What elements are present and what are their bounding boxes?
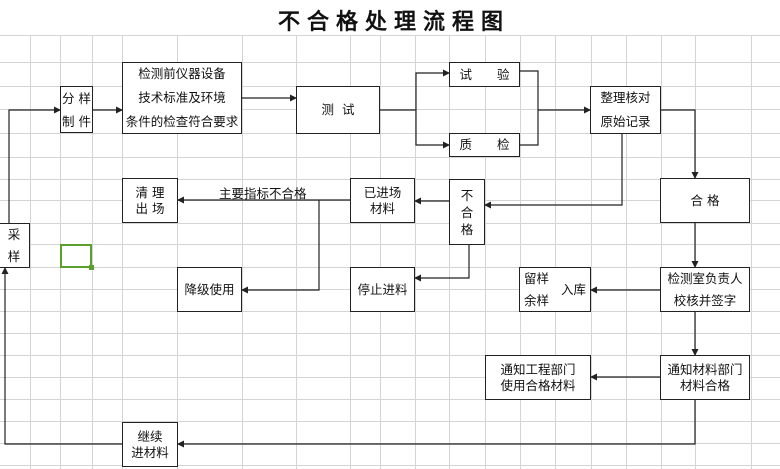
node-text: 已进场 <box>363 184 402 200</box>
node-text: 测 试 <box>321 102 355 118</box>
node-retained-storage: 留样 余样 入库 <box>519 267 591 312</box>
edge-continue-to-sampling <box>1 267 122 445</box>
node-text: 清 理 <box>135 184 165 200</box>
node-text: 样 <box>7 248 21 264</box>
node-clear-out: 清 理 出 场 <box>122 178 178 223</box>
page-title: 不合格处理流程图 <box>277 10 510 35</box>
node-text: 条件的检查符合要求 <box>125 114 239 129</box>
edge-to-downgrade <box>241 200 320 294</box>
node-text: 技术标准及环境 <box>138 90 226 105</box>
node-organize-records: 整理核对 原始记录 <box>590 86 661 134</box>
node-text: 材料合格 <box>679 377 730 393</box>
node-entered-material: 已进场 材料 <box>350 178 415 223</box>
node-text: 留样 <box>524 270 550 286</box>
node-stop-incoming: 停止进料 <box>350 267 415 312</box>
node-continue-incoming: 继续 进材料 <box>122 422 178 467</box>
node-quality-check: 质 检 <box>449 133 520 157</box>
node-text: 整理核对 <box>600 90 651 105</box>
edge-trial-merge <box>520 70 539 146</box>
node-text: 不 <box>460 187 474 203</box>
node-text: 出 场 <box>135 200 165 216</box>
node-text: 试 验 <box>459 66 510 82</box>
node-text: 合 <box>460 204 474 220</box>
node-text: 通知材料部门 <box>667 361 743 377</box>
node-downgrade-use: 降级使用 <box>177 267 242 312</box>
node-text: 检测前仪器设备 <box>138 66 226 81</box>
node-qualified: 合 格 <box>660 178 750 223</box>
node-text: 制 件 <box>62 113 91 129</box>
node-sampling: 采 样 <box>0 223 30 268</box>
node-text: 停止进料 <box>357 281 408 297</box>
node-testing: 测 试 <box>296 86 380 134</box>
node-notify-engineering-dept: 通知工程部门 使用合格材料 <box>485 355 591 400</box>
node-split-sample: 分 样 制 件 <box>60 86 93 133</box>
node-text: 格 <box>460 221 474 237</box>
edge-to-quality-check <box>415 110 450 149</box>
retained-sample-group: 留样 余样 <box>524 268 549 312</box>
edge-to-trial <box>415 69 450 110</box>
node-text: 分 样 <box>62 90 91 106</box>
node-text: 入库 <box>560 281 586 297</box>
node-notify-material-dept: 通知材料部门 材料合格 <box>660 355 750 400</box>
node-text: 检测室负责人 <box>667 270 743 286</box>
node-text: 使用合格材料 <box>500 377 576 393</box>
node-text: 采 <box>7 226 21 242</box>
node-unqualified: 不 合 格 <box>449 179 485 245</box>
node-lab-supervisor: 检测室负责人 校核并签字 <box>660 267 750 312</box>
node-text: 继续 <box>137 428 163 444</box>
edge-records-to-qualified <box>661 109 699 179</box>
edge-records-to-unqualified <box>484 134 623 209</box>
node-text: 通知工程部门 <box>500 361 576 377</box>
node-text: 原始记录 <box>600 114 651 129</box>
node-text: 校核并签字 <box>673 292 737 308</box>
edge-label-main-indicator-fail: 主要指标不合格 <box>219 186 307 201</box>
node-text: 质 检 <box>459 137 510 153</box>
node-precheck: 检测前仪器设备 技术标准及环境 条件的检查符合要求 <box>122 62 242 134</box>
edge-material-to-continue <box>177 400 696 448</box>
node-text: 降级使用 <box>184 281 235 297</box>
node-text: 进材料 <box>131 444 169 460</box>
selected-cell[interactable] <box>60 244 94 270</box>
edge-unqualified-to-stop <box>414 245 470 282</box>
node-text: 合 格 <box>690 192 720 208</box>
edge-sampling-to-split <box>8 106 61 223</box>
node-trial: 试 验 <box>449 62 520 87</box>
node-text: 材料 <box>369 200 395 216</box>
node-text: 余样 <box>524 292 550 308</box>
